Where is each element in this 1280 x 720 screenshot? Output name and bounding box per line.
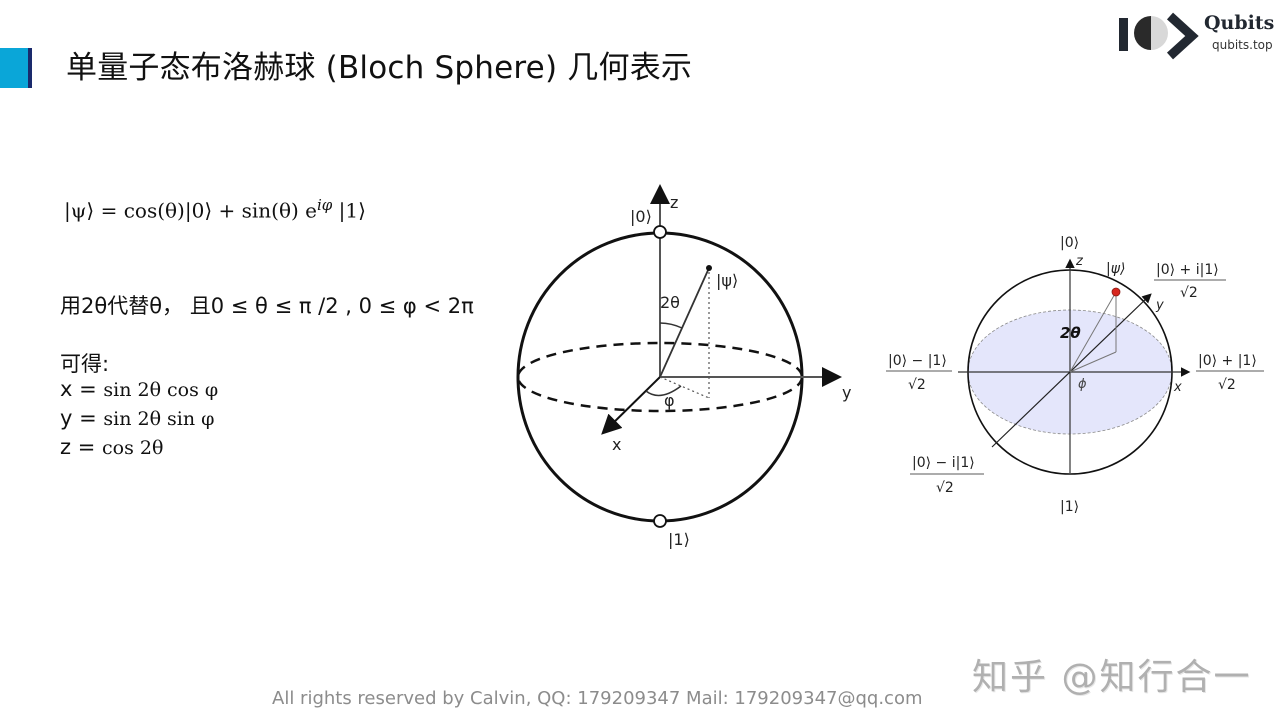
bloch-sphere-diagram-left: |0⟩ z |ψ⟩ 2θ φ y x |1⟩	[516, 184, 851, 549]
z-expr: cos 2θ	[101, 437, 164, 459]
fraction-plus: |0⟩ + |1⟩ √2	[1196, 353, 1264, 393]
title-accent-bar	[0, 48, 28, 88]
svg-text:√2: √2	[1218, 377, 1236, 393]
x-expr: sin 2θ cos φ	[103, 379, 219, 401]
formula-exponent: iφ	[317, 196, 333, 214]
svg-text:√2: √2	[1180, 285, 1198, 301]
fraction-minus: |0⟩ − |1⟩ √2	[886, 353, 952, 393]
title-accent-edge	[28, 48, 32, 88]
logo-name: Qubits	[1204, 12, 1275, 34]
right-x-axis-label: x	[1173, 380, 1182, 395]
left-state-label: |ψ⟩	[716, 271, 738, 290]
right-polar-angle-label: 2θ	[1060, 324, 1081, 342]
formula-plus: +	[212, 198, 242, 223]
fraction-minus-i: |0⟩ − i|1⟩ √2	[910, 455, 984, 496]
left-south-pole-label: |1⟩	[668, 530, 690, 549]
left-polar-angle-label: 2θ	[660, 293, 680, 312]
right-y-axis-label: y	[1155, 298, 1164, 313]
substitution-note: 用2θ代替θ， 且0 ≤ θ ≤ π /2 , 0 ≤ φ < 2π	[60, 294, 474, 318]
formula-term3: |1⟩	[332, 198, 366, 223]
right-azimuth-label: ϕ	[1078, 377, 1087, 392]
zhihu-watermark: 知乎 @知行合一	[972, 657, 1252, 698]
qubits-logo: Qubits qubits.top	[1116, 8, 1276, 60]
z-label: z =	[60, 435, 102, 459]
left-north-pole-label: |0⟩	[630, 207, 652, 226]
svg-text:√2: √2	[936, 480, 954, 496]
chevron-right-icon	[1166, 12, 1199, 60]
yin-yang-icon	[1134, 16, 1168, 50]
formula-term1: cos(θ)|0⟩	[123, 198, 213, 223]
z-equation: z = cos 2θ	[60, 435, 163, 459]
fraction-plus-i: |0⟩ + i|1⟩ √2	[1154, 262, 1226, 301]
svg-text:|0⟩ + i|1⟩: |0⟩ + i|1⟩	[1156, 262, 1219, 278]
logo-bar-icon	[1119, 18, 1128, 51]
y-label: y =	[60, 406, 104, 430]
left-azimuth-label: φ	[664, 391, 675, 410]
left-z-axis-label: z	[670, 193, 678, 212]
bloch-sphere-diagram-right: |0⟩ z |ψ⟩ y 2θ ϕ x |1⟩ |0⟩ + i|1⟩ √2 |0⟩…	[886, 235, 1264, 515]
formula-lhs: |ψ⟩ =	[64, 198, 124, 223]
y-expr: sin 2θ sin φ	[103, 408, 215, 430]
x-equation: x = sin 2θ cos φ	[60, 377, 218, 401]
left-y-axis-label: y	[842, 383, 851, 402]
state-formula: |ψ⟩ = cos(θ)|0⟩ + sin(θ) eiφ |1⟩	[64, 196, 366, 223]
right-z-axis-label: z	[1075, 254, 1084, 269]
right-top-state-label: |0⟩	[1060, 235, 1079, 251]
slide-title: 单量子态布洛赫球 (Bloch Sphere) 几何表示	[66, 50, 693, 86]
y-equation: y = sin 2θ sin φ	[60, 406, 214, 430]
result-label: 可得:	[60, 352, 110, 376]
formula-term2: sin(θ) e	[241, 198, 317, 223]
right-bottom-state-label: |1⟩	[1060, 499, 1079, 515]
svg-text:|0⟩ + |1⟩: |0⟩ + |1⟩	[1198, 353, 1257, 369]
svg-text:|0⟩ − i|1⟩: |0⟩ − i|1⟩	[912, 455, 975, 471]
copyright-footer: All rights reserved by Calvin, QQ: 17920…	[272, 688, 923, 709]
svg-text:√2: √2	[908, 377, 926, 393]
logo-url: qubits.top	[1212, 38, 1273, 52]
left-x-axis-label: x	[612, 435, 621, 454]
x-label: x =	[60, 377, 104, 401]
right-state-label: |ψ⟩	[1106, 261, 1125, 277]
svg-text:|0⟩ − |1⟩: |0⟩ − |1⟩	[888, 353, 947, 369]
